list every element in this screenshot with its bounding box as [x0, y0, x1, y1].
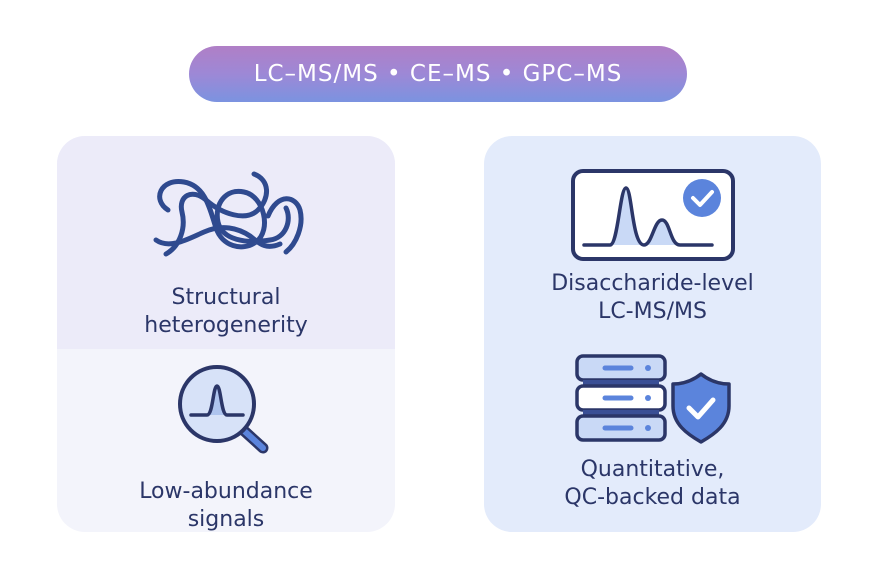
solution-quantitative-qc-data: Quantitative, QC-backed data — [484, 354, 821, 512]
techniques-banner: LC–MS/MS • CE–MS • GPC–MS — [189, 46, 687, 102]
challenge-structural-heterogeneity: Structural heterogenerity — [57, 170, 395, 340]
challenge-label: Low-abundance signals — [139, 479, 313, 532]
solution-disaccharide-lcmsms: Disaccharide-level LC-MS/MS — [484, 168, 821, 326]
challenge-label: Structural heterogenerity — [144, 285, 308, 338]
database-shield-icon — [574, 354, 731, 444]
challenge-low-abundance-signals: Low-abundance signals — [57, 364, 395, 532]
tangled-chain-icon — [153, 171, 304, 257]
solution-label: Disaccharide-level LC-MS/MS — [551, 271, 754, 324]
solution-label: Quantitative, QC-backed data — [564, 457, 741, 510]
shield-check-icon — [670, 372, 731, 444]
chromatogram-check-icon — [570, 169, 735, 261]
solutions-panel: Disaccharide-level LC-MS/MS — [484, 136, 821, 532]
server-stack-icon — [574, 354, 667, 442]
techniques-label: LC–MS/MS • CE–MS • GPC–MS — [253, 61, 623, 87]
magnifier-peak-icon — [178, 365, 269, 454]
challenges-panel: Structural heterogenerity Low-abundance … — [57, 136, 395, 532]
